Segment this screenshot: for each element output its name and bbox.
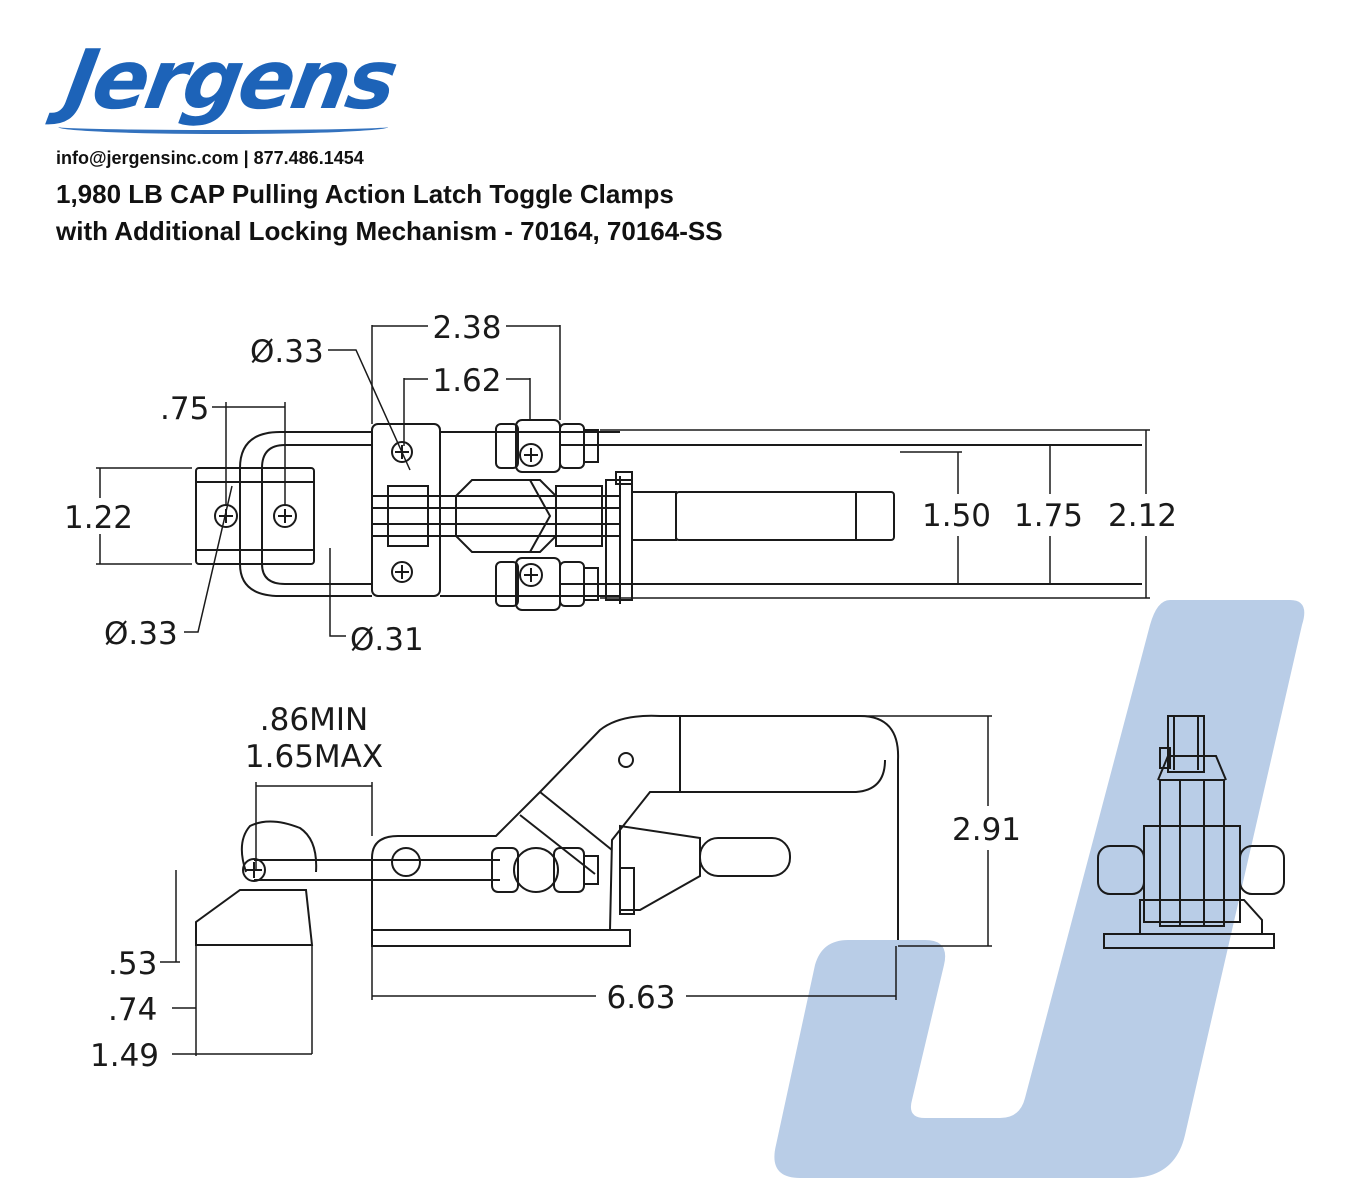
dim-hole-left: Ø.33 xyxy=(104,616,178,652)
dim-0-53: .53 xyxy=(108,946,157,982)
watermark-j-shape xyxy=(774,600,1305,1178)
dim-1-62: 1.62 xyxy=(432,363,501,399)
dim-max: 1.65MAX xyxy=(245,739,383,775)
dim-2-38: 2.38 xyxy=(432,310,501,346)
end-view xyxy=(1097,715,1285,949)
product-title: 1,980 LB CAP Pulling Action Latch Toggle… xyxy=(56,176,956,250)
contact-line: info@jergensinc.com | 877.486.1454 xyxy=(56,148,364,168)
dim-min: .86MIN xyxy=(260,702,368,738)
title-line-1: 1,980 LB CAP Pulling Action Latch Toggle… xyxy=(56,179,674,209)
dimension-labels: 2.38 1.62 Ø.33 .75 1.22 1.50 1.75 2.12 Ø… xyxy=(64,310,1177,1074)
dim-0-75: .75 xyxy=(160,391,209,427)
dim-1-49: 1.49 xyxy=(90,1038,159,1074)
jergens-logo: Jergens xyxy=(56,33,402,140)
side-view-dimension-lines xyxy=(160,715,992,1056)
dim-1-50: 1.50 xyxy=(922,498,991,534)
header: Jergens info@jergensinc.com | 877.486.14… xyxy=(56,33,956,246)
dim-0-74: .74 xyxy=(108,992,157,1028)
dim-hole-bottom: Ø.31 xyxy=(350,622,424,658)
dim-1-22: 1.22 xyxy=(64,500,133,536)
dim-6-63: 6.63 xyxy=(606,980,675,1016)
side-view xyxy=(195,714,900,947)
dim-hole-top: Ø.33 xyxy=(250,334,324,370)
top-view xyxy=(195,419,1142,611)
logo-text: Jergens xyxy=(58,33,402,128)
dim-2-12: 2.12 xyxy=(1108,498,1177,534)
top-view-dimension-lines xyxy=(96,325,1150,637)
title-line-2: with Additional Locking Mechanism - 7016… xyxy=(56,216,723,246)
dim-1-75: 1.75 xyxy=(1014,498,1083,534)
logo-swoosh xyxy=(57,120,390,134)
dim-2-91: 2.91 xyxy=(952,812,1021,848)
